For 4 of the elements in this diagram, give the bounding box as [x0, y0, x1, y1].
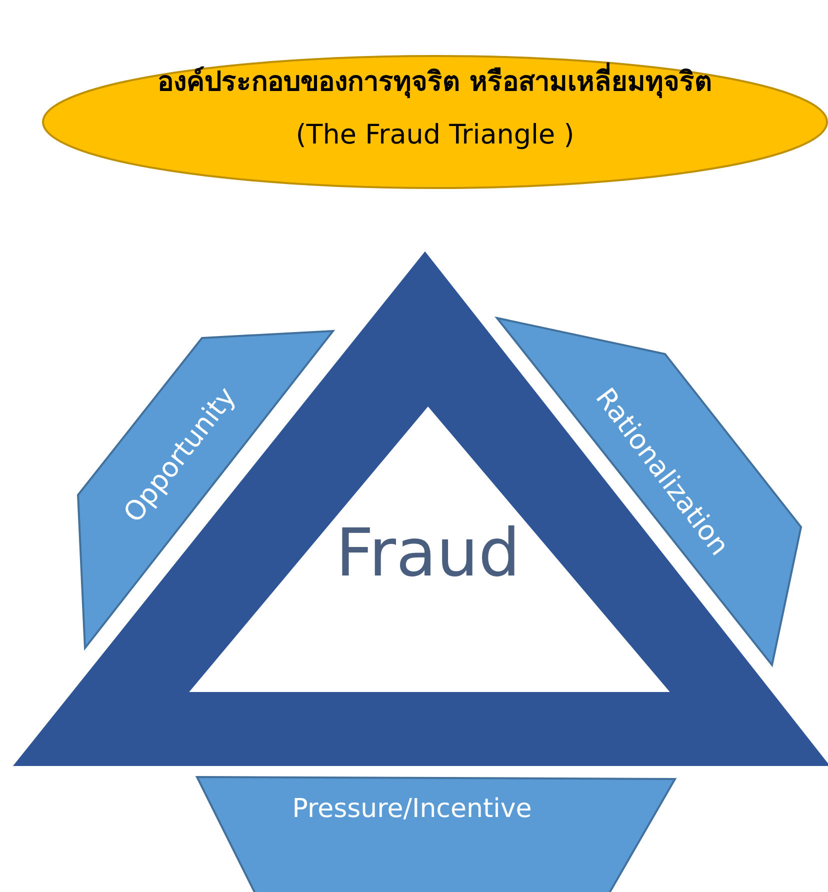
heading-text: องค์ประกอบของการทุจริต หรือสามเหลี่ยมทุจริต: [157, 60, 713, 102]
subheading-text: (The Fraud Triangle ): [296, 120, 574, 150]
center-label: Fraud: [336, 514, 520, 592]
band-label: Pressure/Incentive: [292, 794, 532, 824]
